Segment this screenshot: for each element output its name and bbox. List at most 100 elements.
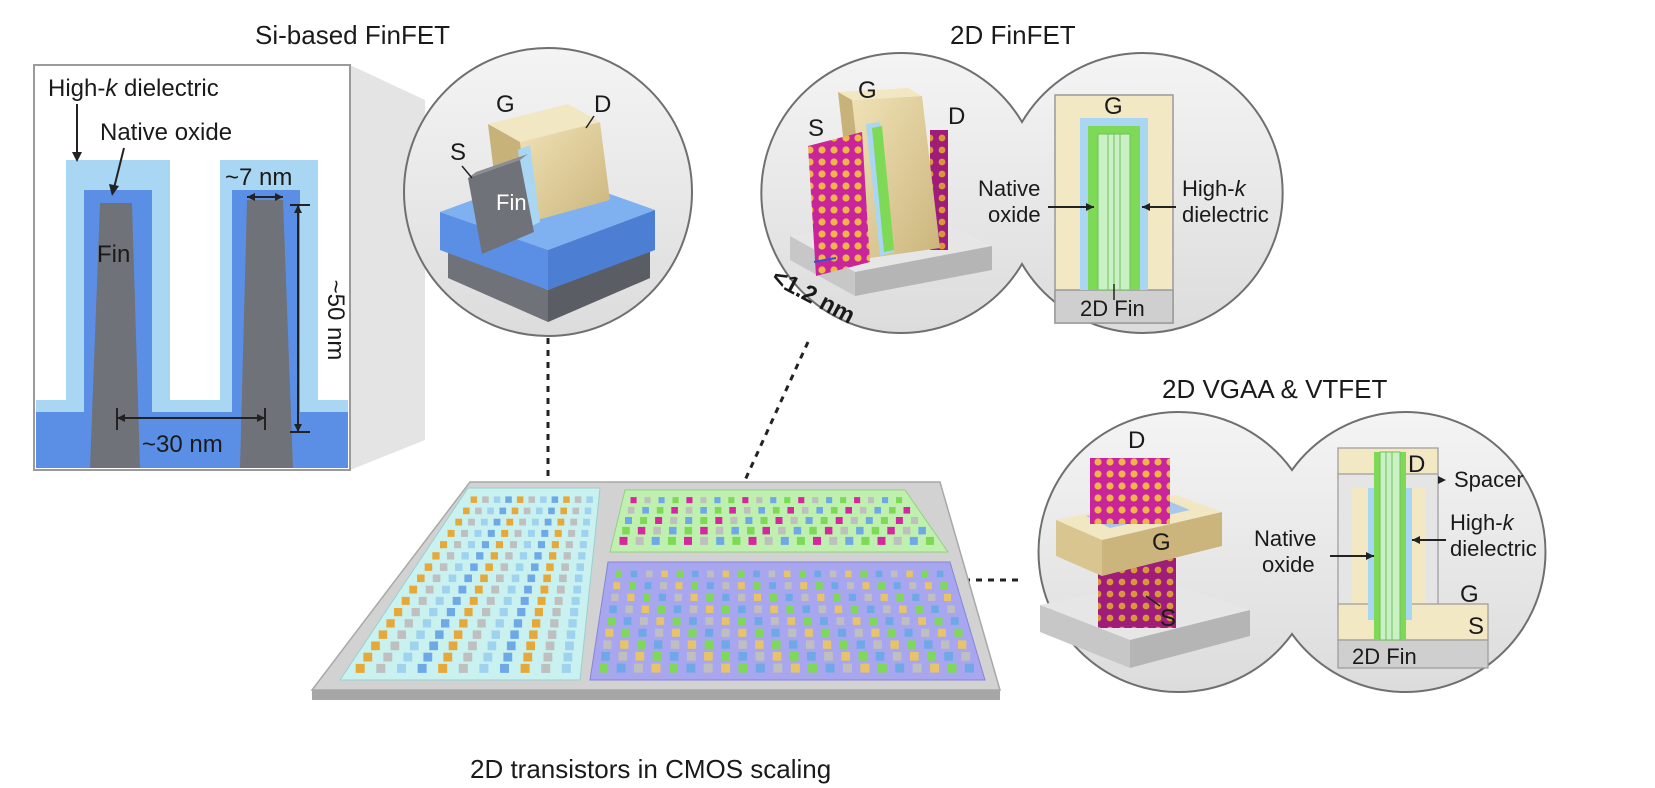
- chip-transistor: [673, 605, 682, 613]
- label-native-oxide: Native oxide: [100, 119, 232, 146]
- label-dielectric-vgaa: dielectric: [1450, 536, 1537, 561]
- chip-transistor: [524, 585, 532, 594]
- chip-transistor: [474, 529, 482, 537]
- zoom-wedge: [350, 65, 425, 470]
- si-fin-front: [468, 160, 534, 254]
- si-oxide-right: [548, 210, 655, 290]
- vgaa-xs-2d-fin: [1379, 451, 1401, 641]
- label-spacer: Spacer: [1454, 467, 1524, 492]
- chip-transistor: [526, 641, 535, 651]
- chip-transistor: [474, 585, 483, 594]
- chip-transistor: [860, 663, 870, 673]
- chip-transistor: [470, 496, 478, 503]
- chip-transistor: [826, 497, 833, 504]
- chip-transistor: [731, 526, 739, 535]
- chip-transistor: [505, 496, 512, 503]
- chip-transistor: [652, 652, 662, 661]
- chip-transistor: [579, 541, 587, 549]
- chip-transistor: [386, 619, 395, 628]
- chip-transistor: [506, 641, 516, 651]
- chip-transistor: [491, 630, 500, 639]
- chip-transistor: [429, 641, 438, 651]
- chip-transistor: [401, 596, 410, 605]
- chip-transistor: [924, 582, 932, 590]
- chip-transistor: [834, 605, 843, 613]
- chip-transistor: [909, 582, 917, 590]
- chip-transistor: [944, 652, 953, 661]
- chip-transistor: [503, 596, 512, 605]
- chip-transistor: [768, 570, 776, 578]
- leader-si-source: [461, 165, 473, 179]
- chip-transistor: [686, 663, 696, 673]
- vgaa-substrate-right: [1130, 610, 1250, 668]
- chip-transistor: [924, 640, 933, 649]
- chip-transistor: [605, 628, 614, 637]
- chip-transistor: [435, 630, 444, 639]
- chip-transistor: [565, 641, 574, 651]
- chip-transistor: [581, 529, 589, 537]
- chip-transistor: [850, 517, 858, 524]
- chip-transistor: [715, 526, 724, 535]
- finfet2d-fin: [872, 126, 894, 252]
- chip-transistor: [790, 663, 800, 673]
- chip-transistor: [454, 541, 462, 549]
- chip-transistor: [618, 652, 628, 661]
- thickness-marker: [813, 257, 837, 263]
- chip-transistor: [540, 496, 547, 503]
- chip-transistor: [537, 541, 545, 549]
- chip-transistor: [689, 605, 698, 613]
- chip-transistor: [775, 517, 783, 524]
- chip-transistor: [675, 582, 683, 590]
- chip-transistor: [563, 652, 573, 662]
- chip-transistor: [936, 570, 944, 578]
- si-fin-right: [240, 200, 293, 468]
- chip-transistor: [409, 641, 419, 651]
- chip-transistor: [500, 563, 509, 571]
- chip-transistor: [814, 570, 821, 578]
- chip-transistor: [503, 652, 513, 662]
- chip-transistor: [472, 630, 482, 639]
- chip-transistor: [805, 517, 813, 524]
- chip-transistor: [684, 526, 693, 535]
- chip-transistor: [440, 541, 448, 549]
- chip-transistor: [852, 617, 861, 625]
- chip-transistor: [417, 574, 425, 583]
- label-native-vgaa-2: oxide: [1262, 552, 1315, 577]
- chip-transistor: [424, 563, 433, 571]
- chip-transistor: [563, 552, 571, 560]
- chip-transistor: [523, 652, 533, 662]
- chip-transistor: [422, 619, 432, 628]
- chip-transistor: [403, 652, 413, 662]
- chip-transistor: [764, 536, 773, 545]
- chip-transistor: [640, 617, 648, 625]
- chip-panel-cyan: [339, 487, 601, 681]
- chip-transistor: [528, 496, 535, 503]
- chip-transistor: [738, 663, 748, 673]
- label-vgaa-xs-drain: D: [1408, 451, 1425, 478]
- chip-transistor: [882, 497, 889, 504]
- chip-transistor: [672, 497, 679, 504]
- chip-transistor: [728, 497, 735, 504]
- arrow-high-k-head: [72, 152, 82, 162]
- chip-transistor: [684, 536, 692, 545]
- chip-transistor: [845, 507, 852, 514]
- label-native-vgaa-1: Native: [1254, 526, 1316, 551]
- chip-transistor: [418, 596, 427, 605]
- si-substrate-side: [548, 250, 650, 322]
- chip-transistor: [896, 497, 903, 504]
- chip-transistor: [847, 582, 854, 590]
- chip-transistor: [721, 617, 730, 625]
- chip-transistor: [840, 497, 847, 504]
- chip-transistor: [576, 563, 584, 571]
- chip-transistor: [487, 529, 495, 537]
- chip-transistor: [545, 641, 555, 651]
- chip-transistor: [755, 652, 765, 661]
- chip-transistor: [843, 663, 852, 673]
- chip-transistor: [836, 617, 845, 625]
- chip-transistor: [788, 628, 797, 637]
- chip-transistor: [468, 518, 475, 526]
- chip-transistor: [860, 570, 867, 578]
- chip-transistor: [479, 663, 489, 673]
- label-vgaa-xs-source: S: [1468, 613, 1484, 640]
- chip-transistor: [543, 652, 553, 662]
